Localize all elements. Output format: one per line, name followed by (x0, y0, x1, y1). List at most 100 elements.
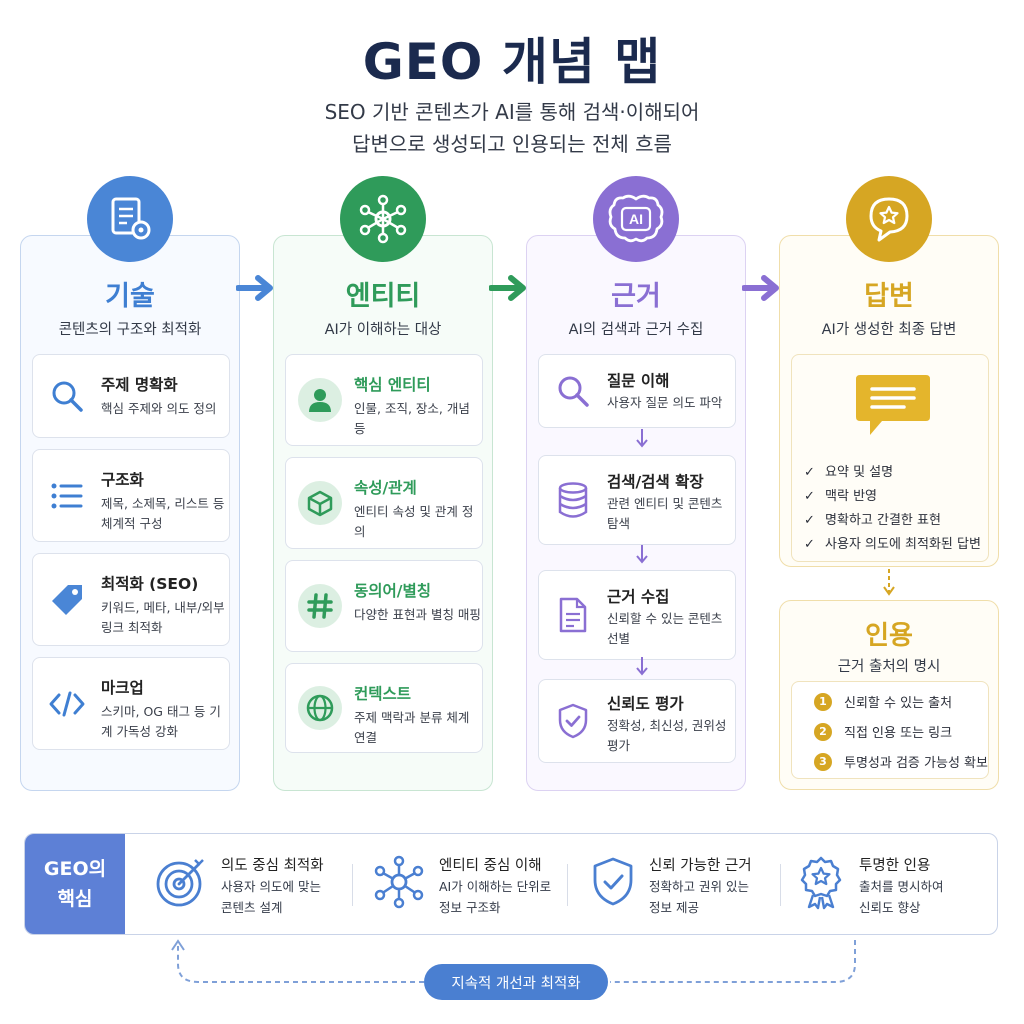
chat-star-icon (846, 176, 932, 262)
column-title: 기술 (105, 281, 155, 312)
card-attributes: 속성/관계 엔티티 속성 및 관계 정의 (285, 457, 483, 549)
card-desc: 엔티티 속성 및 관계 정의 (354, 504, 474, 539)
card-seo: 최적화 (SEO) 키워드, 메타, 내부/외부 링크 최적화 (32, 553, 230, 646)
card-desc: 인물, 조직, 장소, 개념 등 (354, 401, 470, 436)
card-desc: 제목, 소제목, 리스트 등 체계적 구성 (101, 496, 225, 531)
check-item: ✓ 맥락 반영 (804, 489, 878, 504)
card-desc: 다양한 표현과 별칭 매핑 (354, 607, 481, 622)
shield-check-icon (585, 854, 641, 910)
database-icon (551, 478, 595, 522)
column-title: 엔티티 (345, 281, 421, 312)
card-core-entity: 핵심 엔티티 인물, 조직, 장소, 개념 등 (285, 354, 483, 446)
card-structure: 구조화 제목, 소제목, 리스트 등 체계적 구성 (32, 449, 230, 542)
card-title: 동의어/별칭 (354, 582, 431, 600)
card-desc: 정확성, 최신성, 권위성 평가 (607, 718, 727, 753)
card-markup: 마크업 스키마, OG 태그 등 기계 가독성 강화 (32, 657, 230, 750)
answer-card: ✓ 요약 및 설명 ✓ 맥락 반영 ✓ 명확하고 간결한 표현 ✓ 사용자 의도… (791, 354, 989, 562)
card-desc: 관련 엔티티 및 콘텐츠 탐색 (607, 496, 723, 531)
core-item-title: 투명한 인용 (859, 858, 931, 874)
card-title: 마크업 (101, 679, 144, 697)
card-desc: 핵심 주제와 의도 정의 (101, 401, 217, 416)
column-subtitle: 콘텐츠의 구조와 최적화 (58, 322, 202, 338)
card-evidence-collection: 근거 수집 신뢰할 수 있는 콘텐츠 선별 (538, 570, 736, 660)
divider (352, 864, 353, 906)
page-subtitle-line1: SEO 기반 콘텐츠가 AI를 통해 검색·이해되어 (324, 100, 700, 124)
column-title: 근거 (611, 281, 661, 312)
column-subtitle: AI가 이해하는 대상 (324, 322, 442, 338)
column-evidence: 근거 AI의 검색과 근거 수집 질문 이해 사용자 질문 의도 파악 검색/검… (526, 235, 746, 791)
hash-icon (298, 584, 342, 628)
card-title: 질문 이해 (607, 372, 670, 390)
card-desc: 사용자 질문 의도 파악 (607, 395, 723, 410)
document-gear-icon (87, 176, 173, 262)
card-search-expansion: 검색/검색 확장 관련 엔티티 및 콘텐츠 탐색 (538, 455, 736, 545)
flow-arrow (235, 273, 276, 303)
divider (567, 864, 568, 906)
divider (780, 864, 781, 906)
column-tech: 기술 콘텐츠의 구조와 최적화 주제 명확화 핵심 주제와 의도 정의 구조화 … (20, 235, 240, 791)
continuous-improvement-label: 지속적 개선과 최적화 (424, 964, 608, 1000)
ai-brain-icon: AI (593, 176, 679, 262)
card-title: 컨텍스트 (354, 685, 412, 703)
improvement-loop-line (170, 936, 870, 996)
chat-bubble-icon (854, 373, 932, 447)
card-desc: 키워드, 메타, 내부/외부 링크 최적화 (101, 600, 225, 635)
network-icon (371, 854, 427, 910)
dashed-connector (883, 568, 895, 602)
core-item-title: 의도 중심 최적화 (221, 858, 324, 874)
card-title: 최적화 (SEO) (101, 575, 199, 593)
card-title: 주제 명확화 (101, 376, 178, 394)
column-entity: 엔티티 AI가 이해하는 대상 핵심 엔티티 인물, 조직, 장소, 개념 등 … (273, 235, 493, 791)
check-item: ✓ 명확하고 간결한 표현 (804, 513, 941, 528)
geo-core-label: GEO의 핵심 (25, 834, 125, 934)
code-icon (45, 682, 89, 726)
check-item: ✓ 요약 및 설명 (804, 465, 894, 480)
globe-icon (298, 686, 342, 730)
tag-icon (45, 578, 89, 622)
person-icon (298, 378, 342, 422)
card-topic-clarity: 주제 명확화 핵심 주제와 의도 정의 (32, 354, 230, 438)
network-icon (340, 176, 426, 262)
card-title: 근거 수집 (607, 588, 670, 606)
target-icon (153, 854, 209, 910)
page-subtitle-line2: 답변으로 생성되고 인용되는 전체 흐름 (352, 132, 672, 156)
list-icon (45, 474, 89, 518)
shield-check-icon (551, 699, 595, 743)
card-context: 컨텍스트 주제 맥락과 분류 체계 연결 (285, 663, 483, 753)
ai-label: AI (629, 211, 643, 227)
card-title: 속성/관계 (354, 479, 417, 497)
magnifier-icon (551, 369, 595, 413)
card-desc: 신뢰할 수 있는 콘텐츠 선별 (607, 611, 723, 646)
core-item-title: 엔티티 중심 이해 (439, 858, 542, 874)
citation-subtitle: 근거 출처의 명시 (837, 659, 941, 675)
file-icon (551, 593, 595, 637)
page-title: GEO 개념 맵 (362, 33, 662, 91)
card-title: 구조화 (101, 471, 144, 489)
check-item: ✓ 사용자 의도에 최적화된 답변 (804, 537, 981, 552)
card-question-understanding: 질문 이해 사용자 질문 의도 파악 (538, 354, 736, 428)
cube-icon (298, 481, 342, 525)
card-title: 신뢰도 평가 (607, 695, 684, 713)
award-icon (793, 854, 849, 910)
flow-arrow (488, 273, 529, 303)
down-arrow (636, 544, 648, 564)
down-arrow (636, 656, 648, 676)
citation-title: 인용 (865, 621, 913, 651)
card-desc: 스키마, OG 태그 등 기계 가독성 강화 (101, 704, 221, 739)
core-item-title: 신뢰 가능한 근거 (649, 858, 752, 874)
column-subtitle: AI의 검색과 근거 수집 (568, 322, 704, 338)
column-title: 답변 (864, 281, 914, 312)
magnifier-icon (45, 374, 89, 418)
card-title: 검색/검색 확장 (607, 473, 704, 491)
flow-arrow (741, 273, 782, 303)
